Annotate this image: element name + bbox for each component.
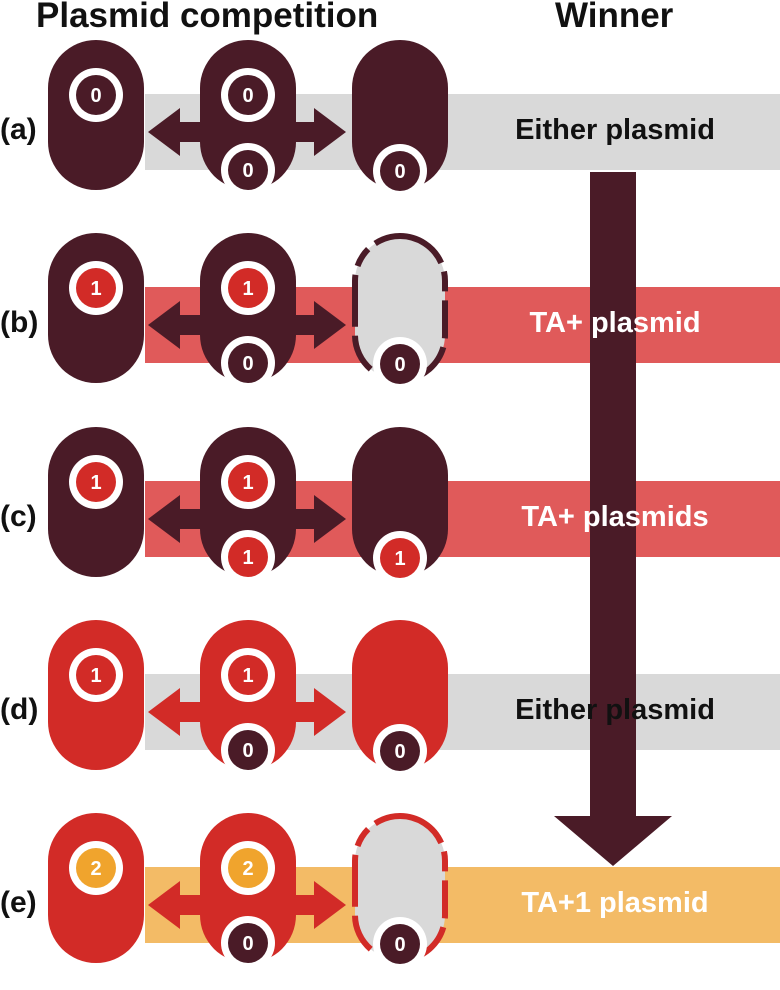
plasmid-number: 1 xyxy=(90,472,101,494)
right-arrow-icon xyxy=(288,881,346,929)
middle-bottom-plasmid: 0 xyxy=(221,916,275,970)
plasmid-number: 0 xyxy=(394,934,405,956)
left-arrow-icon xyxy=(148,495,208,543)
row-label: (b) xyxy=(0,306,39,339)
plasmid-core xyxy=(76,848,116,888)
row-label: (c) xyxy=(0,500,37,533)
plasmid-number: 1 xyxy=(394,548,405,570)
plasmid-core xyxy=(228,730,268,770)
middle-bottom-plasmid: 0 xyxy=(221,336,275,390)
dying-cell xyxy=(352,233,448,383)
plasmid-number: 0 xyxy=(242,85,253,107)
plasmid-core xyxy=(76,75,116,115)
right-plasmid: 1 xyxy=(373,531,427,585)
middle-top-plasmid: 1 xyxy=(221,648,275,702)
plasmid-number: 0 xyxy=(242,160,253,182)
left-arrow-icon xyxy=(148,301,208,349)
row-label: (d) xyxy=(0,693,39,726)
left-plasmid: 2 xyxy=(69,841,123,895)
middle-bottom-plasmid: 0 xyxy=(221,143,275,197)
plasmid-number: 0 xyxy=(394,354,405,376)
plasmid-core xyxy=(380,151,420,191)
middle-top-plasmid: 0 xyxy=(221,68,275,122)
bystander-cell xyxy=(352,40,448,190)
competition-row-2: 1 1 0 0 xyxy=(48,233,448,391)
dying-cell xyxy=(352,813,448,963)
left-arrow-icon xyxy=(148,881,208,929)
plasmid-number: 0 xyxy=(242,933,253,955)
plasmid-competition-header: Plasmid competition xyxy=(36,0,379,35)
plasmid-number: 1 xyxy=(242,472,253,494)
left-arrow-icon xyxy=(148,108,208,156)
plasmid-core xyxy=(228,150,268,190)
plasmid-core xyxy=(228,923,268,963)
middle-top-plasmid: 2 xyxy=(221,841,275,895)
middle-top-plasmid: 1 xyxy=(221,261,275,315)
left-plasmid: 1 xyxy=(69,455,123,509)
right-arrow-icon xyxy=(288,301,346,349)
left-arrow-icon xyxy=(148,688,208,736)
plasmid-number: 0 xyxy=(242,740,253,762)
right-arrow-icon xyxy=(288,688,346,736)
plasmid-number: 0 xyxy=(394,161,405,183)
right-arrow-icon xyxy=(288,495,346,543)
plasmid-core xyxy=(380,731,420,771)
plasmid-core xyxy=(228,462,268,502)
plasmid-number: 2 xyxy=(90,858,101,880)
plasmid-number: 0 xyxy=(394,741,405,763)
competition-row-3: 1 1 1 1 xyxy=(48,427,448,585)
plasmid-core xyxy=(228,268,268,308)
row-label: (a) xyxy=(0,113,37,146)
competition-row-5: 2 2 0 0 xyxy=(48,813,448,971)
left-plasmid: 1 xyxy=(69,648,123,702)
middle-bottom-plasmid: 0 xyxy=(221,723,275,777)
right-plasmid: 0 xyxy=(373,917,427,971)
plasmid-core xyxy=(228,343,268,383)
competition-row-4: 1 1 0 0 xyxy=(48,620,448,778)
plasmid-core xyxy=(76,655,116,695)
plasmid-core xyxy=(76,268,116,308)
middle-bottom-plasmid: 1 xyxy=(221,530,275,584)
winner-label: TA+1 plasmid xyxy=(521,887,709,919)
bystander-cell xyxy=(352,620,448,770)
plasmid-core xyxy=(228,848,268,888)
plasmid-core xyxy=(380,344,420,384)
plasmid-number: 2 xyxy=(242,858,253,880)
winner-label: TA+ plasmids xyxy=(521,501,709,533)
middle-top-plasmid: 1 xyxy=(221,455,275,509)
plasmid-core xyxy=(228,537,268,577)
plasmid-core xyxy=(228,655,268,695)
plasmid-number: 1 xyxy=(242,547,253,569)
plasmid-core xyxy=(228,75,268,115)
right-plasmid: 0 xyxy=(373,144,427,198)
winner-label: TA+ plasmid xyxy=(529,307,701,339)
plasmid-core xyxy=(380,538,420,578)
right-plasmid: 0 xyxy=(373,724,427,778)
bystander-cell xyxy=(352,427,448,577)
plasmid-number: 0 xyxy=(242,353,253,375)
plasmid-number: 1 xyxy=(90,278,101,300)
plasmid-core xyxy=(76,462,116,502)
left-plasmid: 1 xyxy=(69,261,123,315)
row-label: (e) xyxy=(0,886,37,919)
left-plasmid: 0 xyxy=(69,68,123,122)
plasmid-number: 0 xyxy=(90,85,101,107)
plasmid-core xyxy=(380,924,420,964)
competition-row-1: 0 0 0 0 xyxy=(48,40,448,198)
right-plasmid: 0 xyxy=(373,337,427,391)
winner-label: Either plasmid xyxy=(515,114,715,146)
winner-header: Winner xyxy=(555,0,674,35)
winner-arrow-icon xyxy=(554,172,672,866)
right-arrow-icon xyxy=(288,108,346,156)
winner-label: Either plasmid xyxy=(515,694,715,726)
plasmid-number: 1 xyxy=(242,278,253,300)
plasmid-number: 1 xyxy=(242,665,253,687)
plasmid-number: 1 xyxy=(90,665,101,687)
